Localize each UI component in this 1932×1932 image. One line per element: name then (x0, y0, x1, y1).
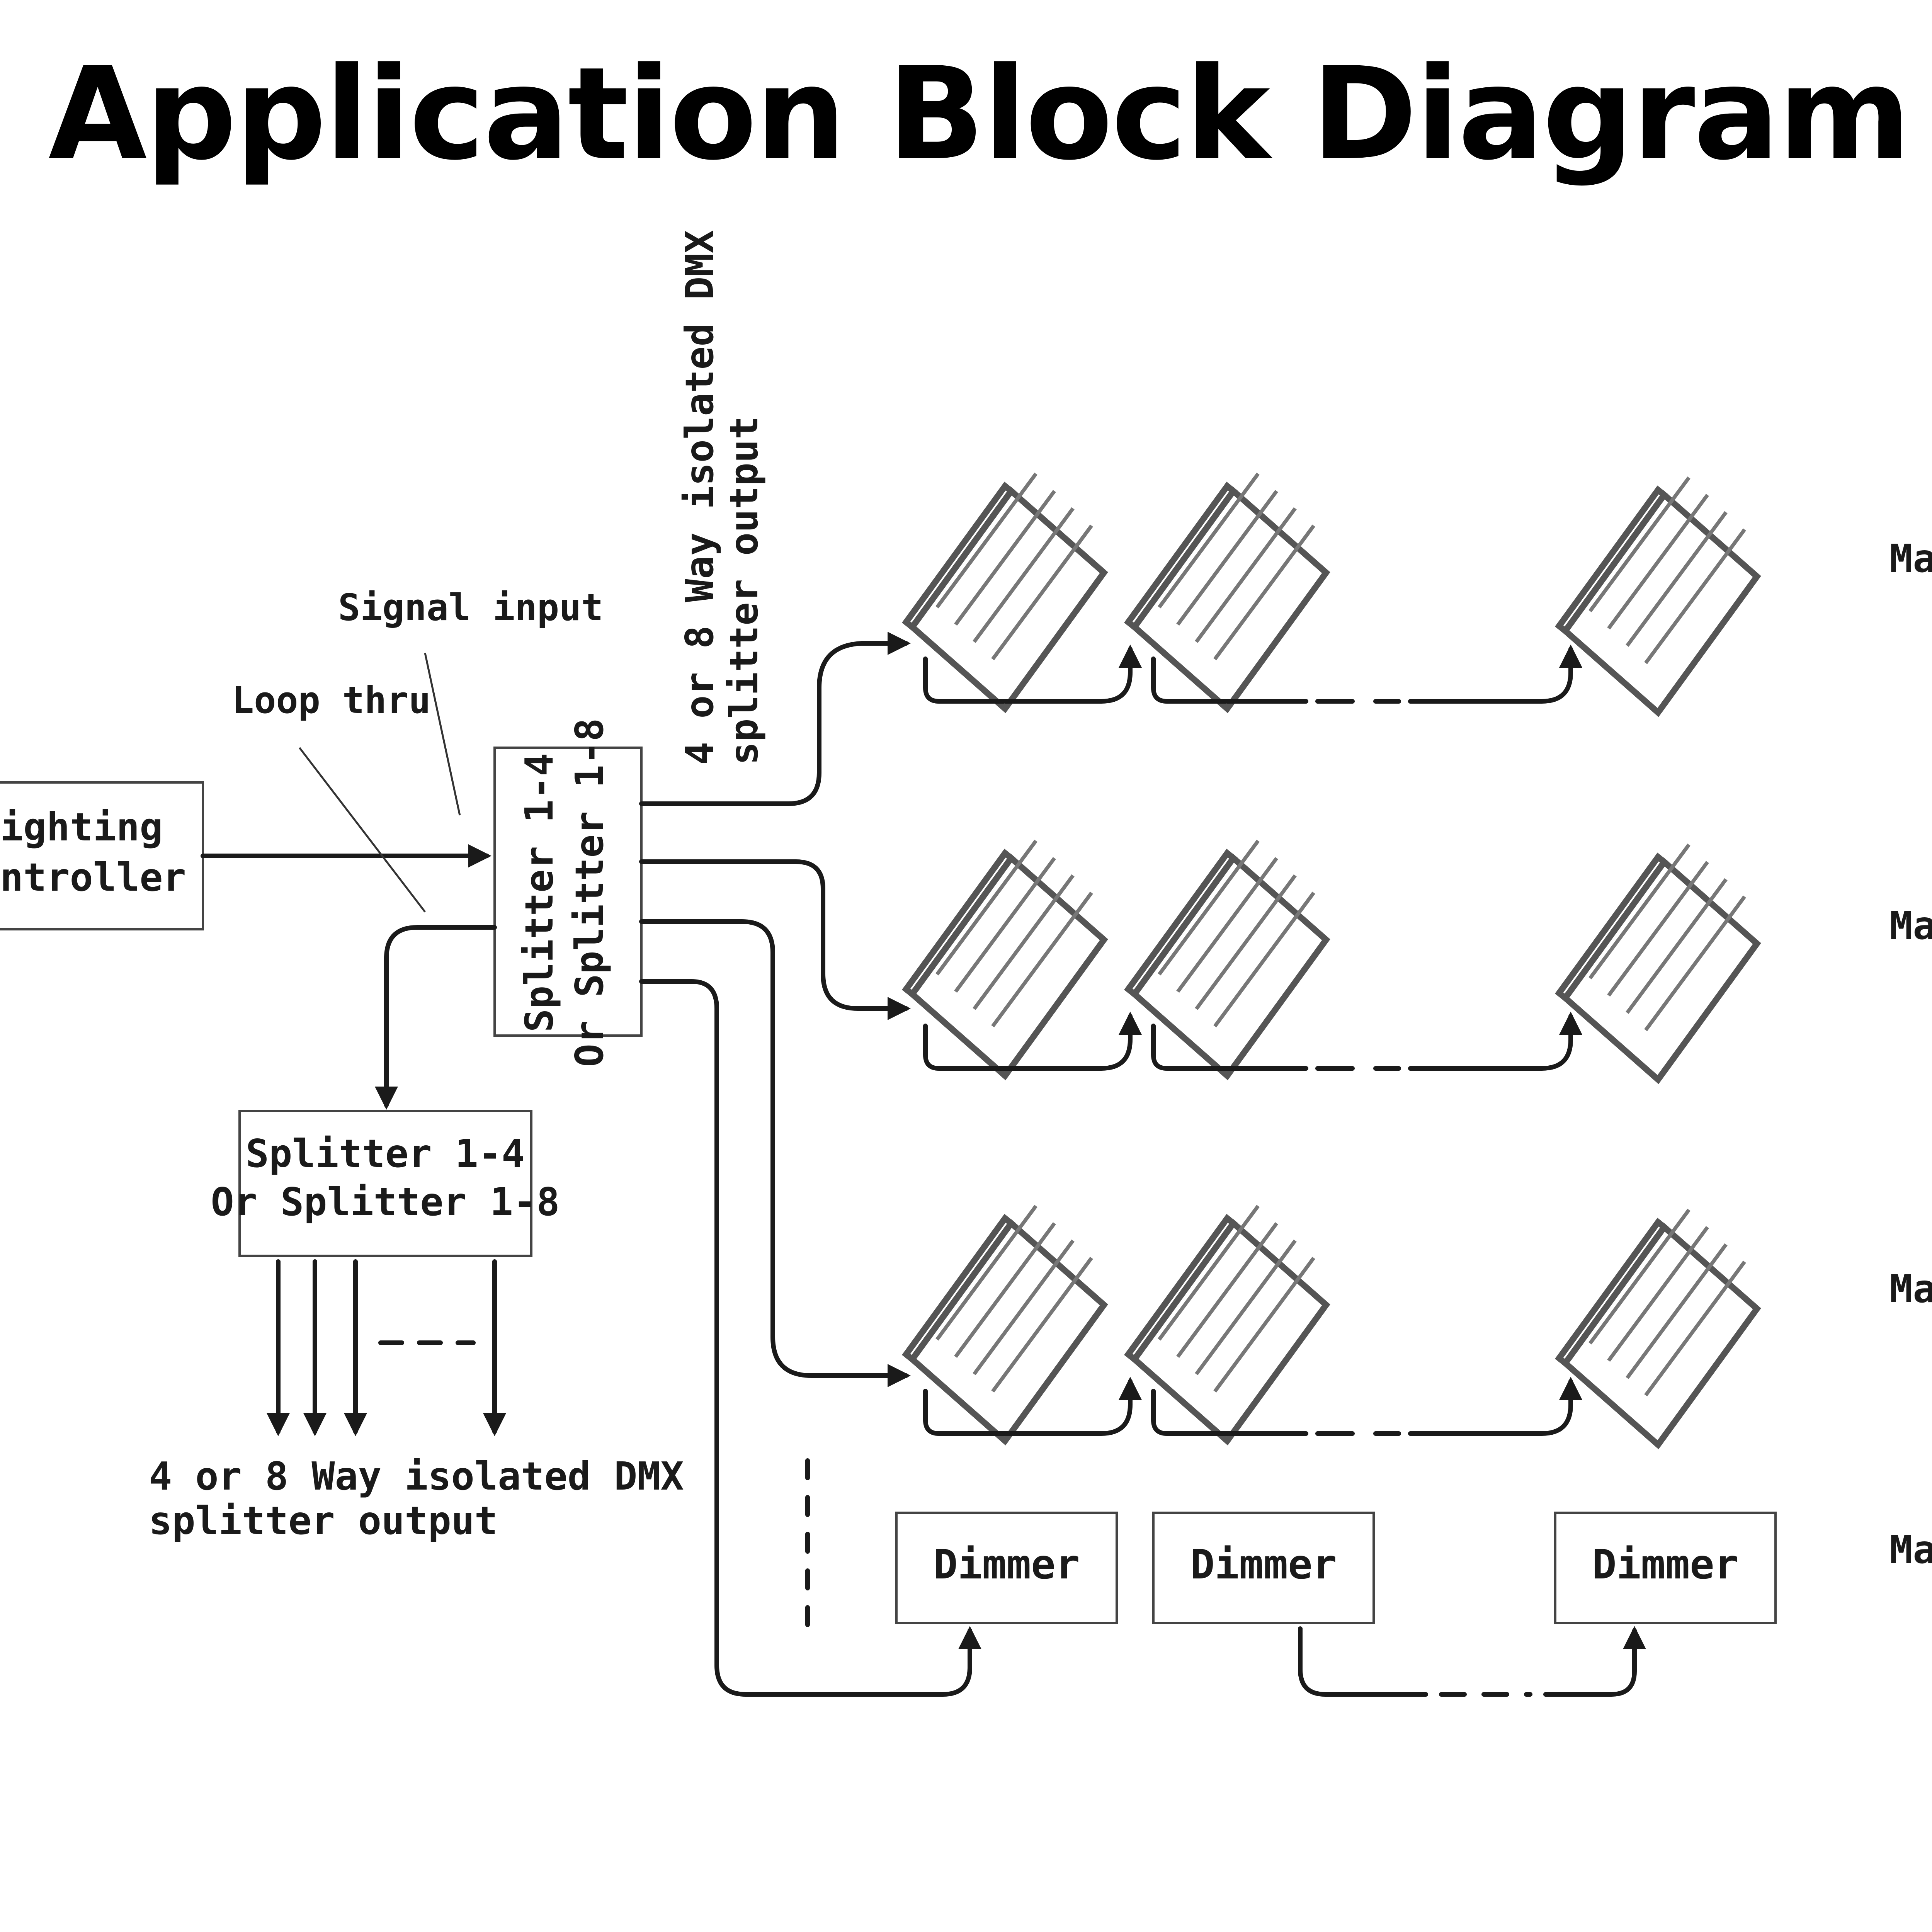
fixture-row-3 (906, 1206, 1757, 1445)
fixture-row-1 (906, 474, 1757, 713)
dimmer-box (1554, 1512, 1777, 1624)
main-splitter-label-2: Or Splitter 1-8 (567, 718, 612, 1067)
lighting-controller-box (0, 781, 204, 930)
main-splitter-label-1: Splitter 1-4 (517, 753, 562, 1032)
daisy-chain-row1-dash (1151, 656, 1308, 704)
second-splitter-label-1: Splitter 1-4 (246, 1131, 525, 1176)
second-splitter-label-2: Or Splitter 1-8 (211, 1179, 560, 1225)
dimmer-chain (1298, 1626, 1428, 1697)
daisy-chain-row1 (923, 645, 1142, 704)
loop-thru-label: Loop thru (232, 679, 431, 722)
signal-input-label: Signal input (338, 587, 603, 629)
signal-input-leader (424, 653, 461, 816)
daisy-chain-row3 (923, 1377, 1142, 1436)
row-label-3: Ma (1889, 1266, 1932, 1311)
bottom-output-label-2: splitter output (149, 1498, 498, 1543)
moving-head-fixture (1559, 478, 1757, 713)
daisy-chain-row2 (923, 1012, 1142, 1071)
dimmer-label: Dimmer (1592, 1541, 1738, 1588)
output-line-dimmer (639, 979, 981, 1697)
bottom-output-label-1: 4 or 8 Way isolated DMX (149, 1454, 684, 1499)
dimmer-row: Dimmer Dimmer Dimmer (895, 1512, 1777, 1697)
moving-head-fixture (1559, 845, 1757, 1080)
moving-head-fixture (1128, 1206, 1326, 1441)
fixture-row-2 (906, 841, 1757, 1080)
row-label-2: Ma (1889, 903, 1932, 948)
loop-thru-line (375, 925, 497, 1110)
moving-head-fixture (906, 474, 1104, 709)
top-output-label-2: splitter output (721, 416, 767, 765)
dimmer-label: Dimmer (1190, 1541, 1337, 1588)
output-line-row1 (639, 632, 911, 806)
output-line-row2 (639, 859, 911, 1020)
output-line-row3 (639, 919, 911, 1387)
dimmer-box (895, 1512, 1118, 1624)
moving-head-fixture (1128, 841, 1326, 1076)
top-output-label-1: 4 or 8 Way isolated DMX (677, 230, 722, 765)
moving-head-fixture (906, 1206, 1104, 1441)
moving-head-fixture (1559, 1210, 1757, 1445)
moving-head-fixture (1128, 474, 1326, 709)
lighting-controller-label-2: ntroller (0, 855, 186, 900)
page-title: Application Block Diagram (48, 40, 1911, 188)
row-label-4: Ma (1889, 1527, 1932, 1572)
dimmer-label: Dimmer (933, 1541, 1080, 1588)
main-splitter-box (493, 747, 643, 1037)
row-label-1: Ma (1889, 536, 1932, 581)
second-splitter-box (238, 1110, 532, 1257)
moving-head-fixture (906, 841, 1104, 1076)
dimmer-box (1152, 1512, 1375, 1624)
lighting-controller-label-1: ighting (0, 804, 163, 850)
loop-thru-leader (299, 747, 426, 913)
